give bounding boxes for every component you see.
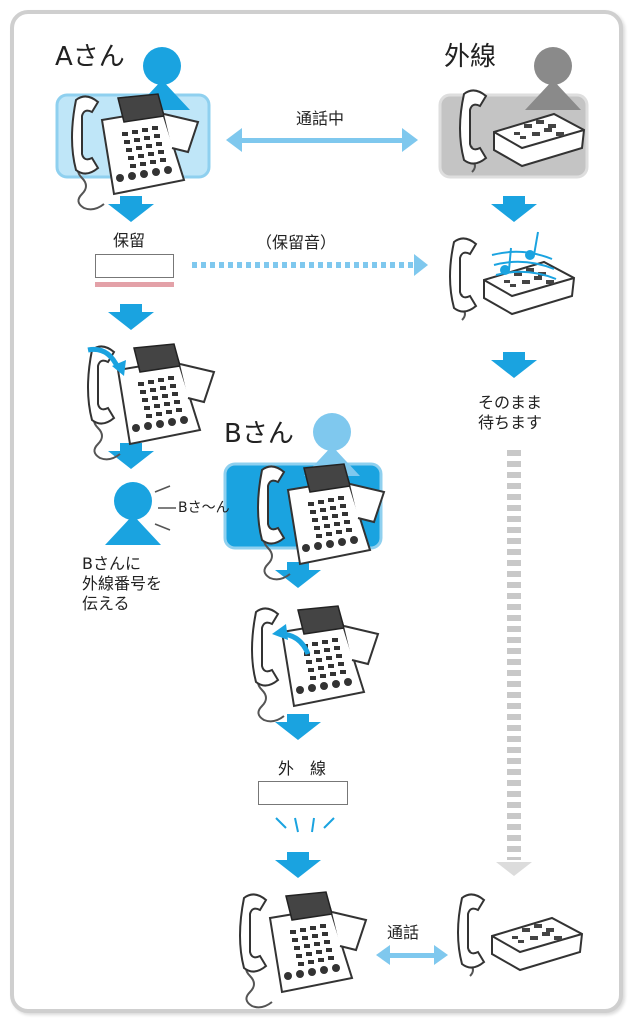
waiting-dashed-arrow <box>496 450 532 876</box>
outside-final-phone <box>457 893 583 977</box>
hold-tone-label: （保留音） <box>256 233 337 252</box>
talk-label: 通話 <box>387 923 420 942</box>
hold-button-label: 保留 <box>113 231 146 250</box>
down-arrow-icon <box>108 443 154 469</box>
in-call-label: 通話中 <box>296 109 345 128</box>
wait-label-line1: そのまま <box>478 393 543 412</box>
person-b-final-phone <box>239 891 367 1009</box>
person-a-phone-panel <box>55 47 211 211</box>
tell-b-line2: 外線番号を <box>82 574 163 593</box>
hold-indicator-bar <box>95 282 174 287</box>
person-b-label: Bさん <box>224 419 294 449</box>
calling-b-label: Bさ〜ん <box>178 500 230 516</box>
down-arrow-icon <box>108 196 154 222</box>
down-arrow-icon <box>108 304 154 330</box>
person-b-handset-pickup <box>251 605 379 723</box>
flashing-lines-icon <box>275 817 335 833</box>
down-arrow-icon <box>491 352 537 378</box>
line-button-label: 外 線 <box>278 759 327 778</box>
music-note-icon <box>491 231 557 280</box>
voice-lines-icon <box>154 485 176 531</box>
outside-line-phone-panel <box>438 47 589 179</box>
outside-line-label: 外線 <box>444 42 497 72</box>
outside-phone-on-hold <box>449 231 575 321</box>
down-arrow-icon <box>275 562 321 588</box>
person-a-calling <box>105 482 176 545</box>
person-a-handset-pickup <box>87 343 215 461</box>
person-a-label: Aさん <box>55 42 125 72</box>
line-button[interactable] <box>258 781 348 805</box>
down-arrow-icon <box>275 852 321 878</box>
tell-b-line1: Bさんに <box>82 554 141 573</box>
wait-label-line2: 待ちます <box>478 413 543 432</box>
hold-button[interactable] <box>95 254 174 278</box>
hold-tone-dotted-arrow <box>192 254 428 276</box>
talk-double-arrow <box>376 945 448 965</box>
in-call-double-arrow <box>226 128 418 152</box>
person-b-phone-panel <box>223 413 385 581</box>
tell-b-line3: 伝える <box>82 594 130 613</box>
down-arrow-icon <box>491 196 537 222</box>
